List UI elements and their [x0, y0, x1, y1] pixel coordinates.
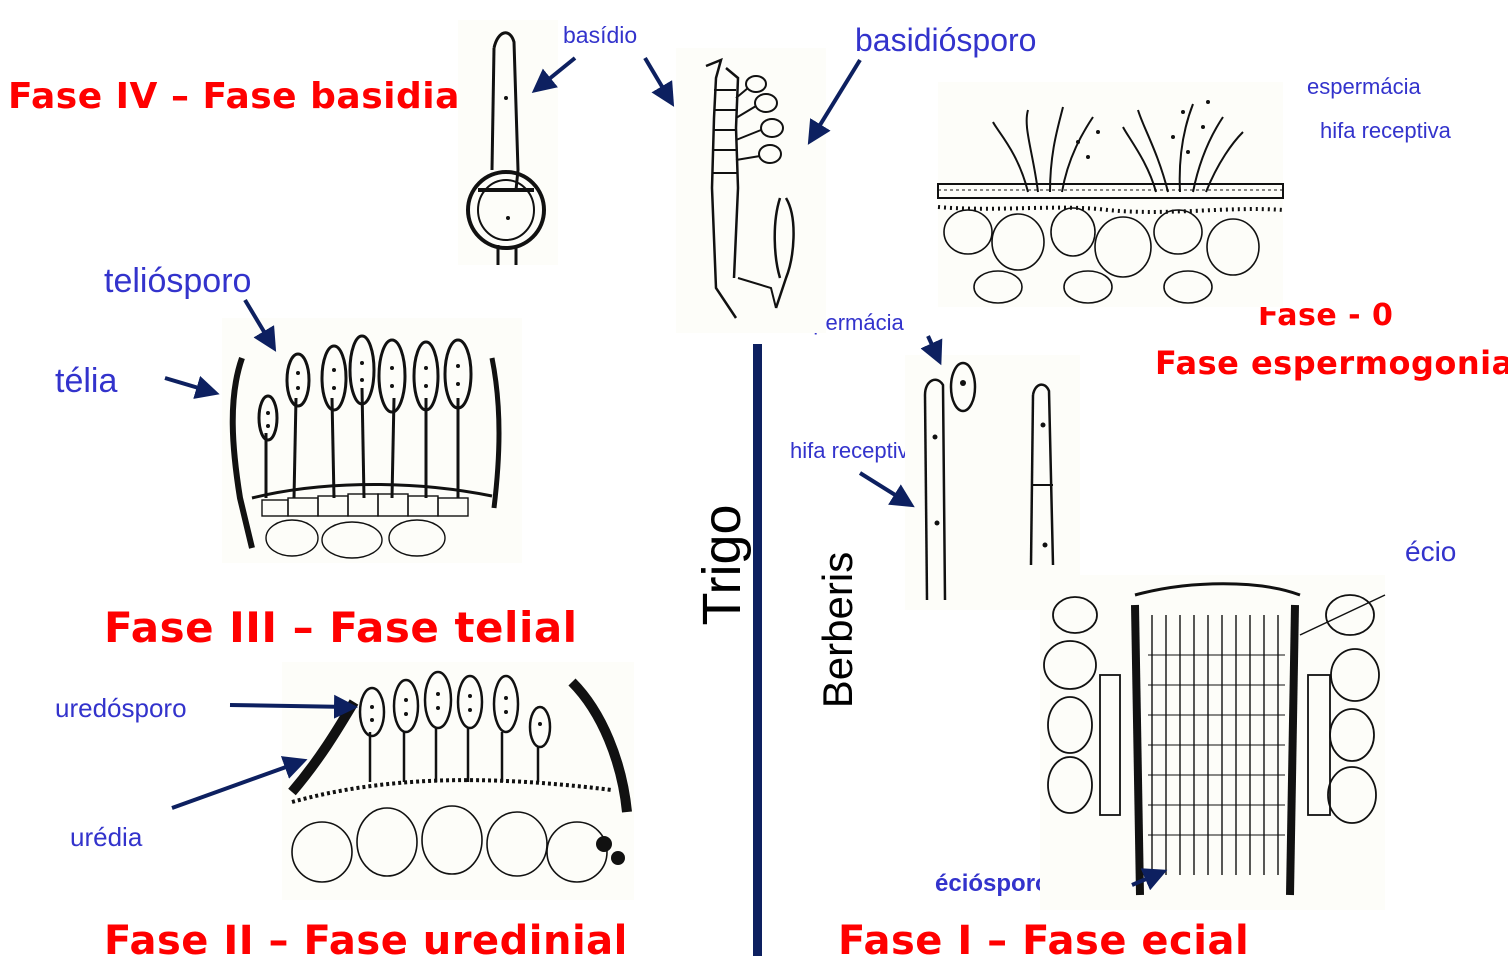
- arrow-uredia: [172, 762, 300, 808]
- arrow-espermacia: [928, 336, 938, 358]
- arrow-hifa: [860, 473, 908, 503]
- arrow-eciosporo: [1132, 873, 1160, 885]
- arrow-uredosporo: [230, 705, 350, 707]
- arrow-telia: [165, 378, 212, 392]
- arrow-basidiosporo: [812, 60, 860, 138]
- arrow-teliosporo: [245, 300, 272, 345]
- arrow-basidio-right: [645, 58, 670, 100]
- arrow-basidio-left: [538, 58, 575, 88]
